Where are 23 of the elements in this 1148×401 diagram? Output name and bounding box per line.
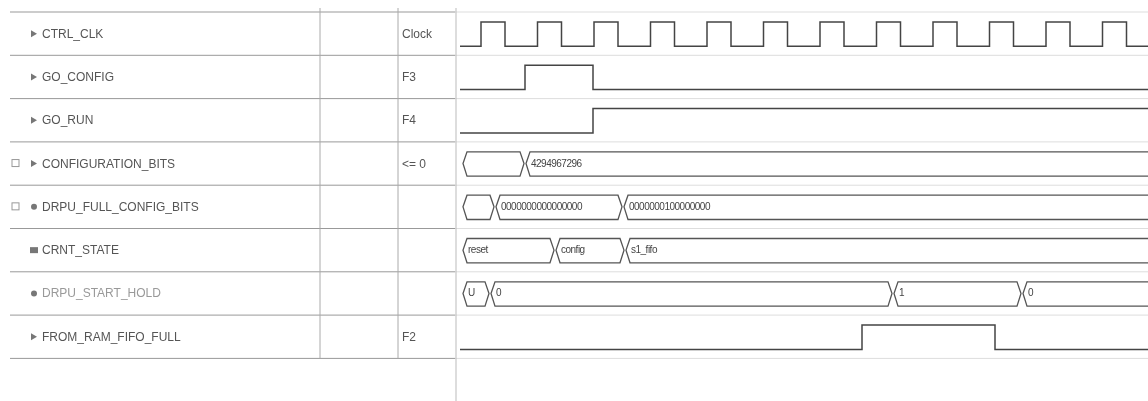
bus-value: U xyxy=(468,287,475,300)
signal-name: GO_CONFIG xyxy=(42,69,114,84)
signal-name: FROM_RAM_FIFO_FULL xyxy=(42,329,181,344)
signal-value: F4 xyxy=(402,113,416,128)
signal-value: <= 0 xyxy=(402,156,427,171)
bus-value: s1_fifo xyxy=(631,244,657,257)
bus-value: 1 xyxy=(899,287,905,300)
signal-name: DRPU_START_HOLD xyxy=(42,286,161,301)
bus-value: reset xyxy=(468,244,488,257)
bus-value: 0 xyxy=(1028,287,1034,300)
signal-name: DRPU_FULL_CONFIG_BITS xyxy=(42,199,199,214)
signal-name: CTRL_CLK xyxy=(42,26,104,41)
signal-name: GO_RUN xyxy=(42,113,94,128)
bus-value: 0 xyxy=(496,287,502,300)
signal-name: CONFIGURATION_BITS xyxy=(42,156,176,171)
bus-value: 4294967296 xyxy=(531,157,582,170)
bus-value: 0000000000000000 xyxy=(501,200,582,213)
signal-value: Clock xyxy=(402,26,432,41)
bus-value: 0000000100000000 xyxy=(629,200,710,213)
bus-value: config xyxy=(561,244,585,257)
signal-value: F3 xyxy=(402,69,416,84)
signal-name: CRNT_STATE xyxy=(42,243,119,258)
signal-value: F2 xyxy=(402,329,416,344)
